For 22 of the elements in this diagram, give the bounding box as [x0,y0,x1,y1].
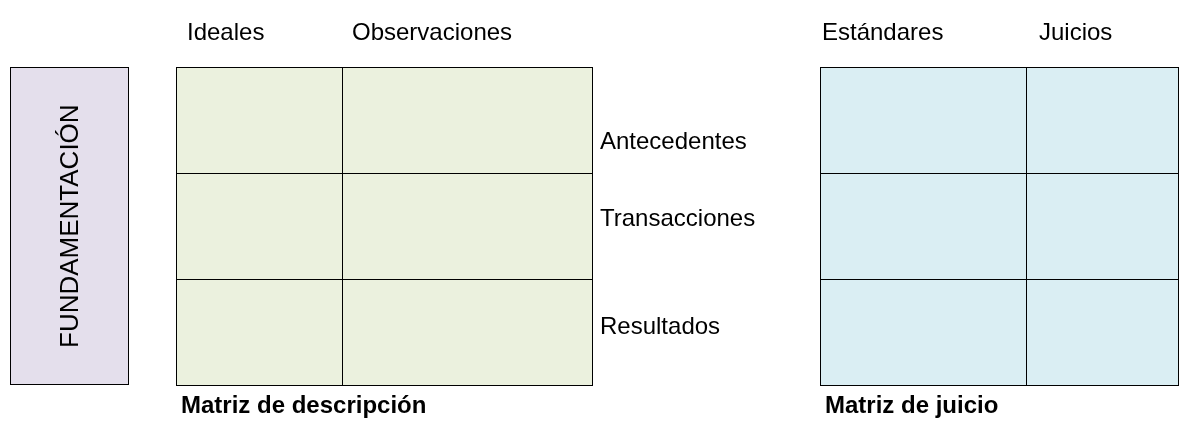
table-cell [342,279,593,386]
row-label: Transacciones [600,204,756,232]
table-cell [1026,279,1179,386]
column-heading: Observaciones [352,18,513,46]
table-cell [176,67,343,174]
matrix-caption: Matriz de descripción [181,391,427,419]
table-cell [820,173,1027,280]
table-cell [176,173,343,280]
matrix-caption: Matriz de juicio [825,391,999,419]
column-heading: Estándares [822,18,944,46]
column-heading: Ideales [187,18,265,46]
table-cell [820,279,1027,386]
table-cell [1026,173,1179,280]
side-panel: FUNDAMENTACIÓN [10,67,129,385]
column-heading: Juicios [1039,18,1113,46]
table-cell [820,67,1027,174]
table-cell [176,279,343,386]
row-label: Antecedentes [600,127,747,155]
row-label: Resultados [600,312,721,340]
table-cell [1026,67,1179,174]
table-cell [342,173,593,280]
table-cell [342,67,593,174]
